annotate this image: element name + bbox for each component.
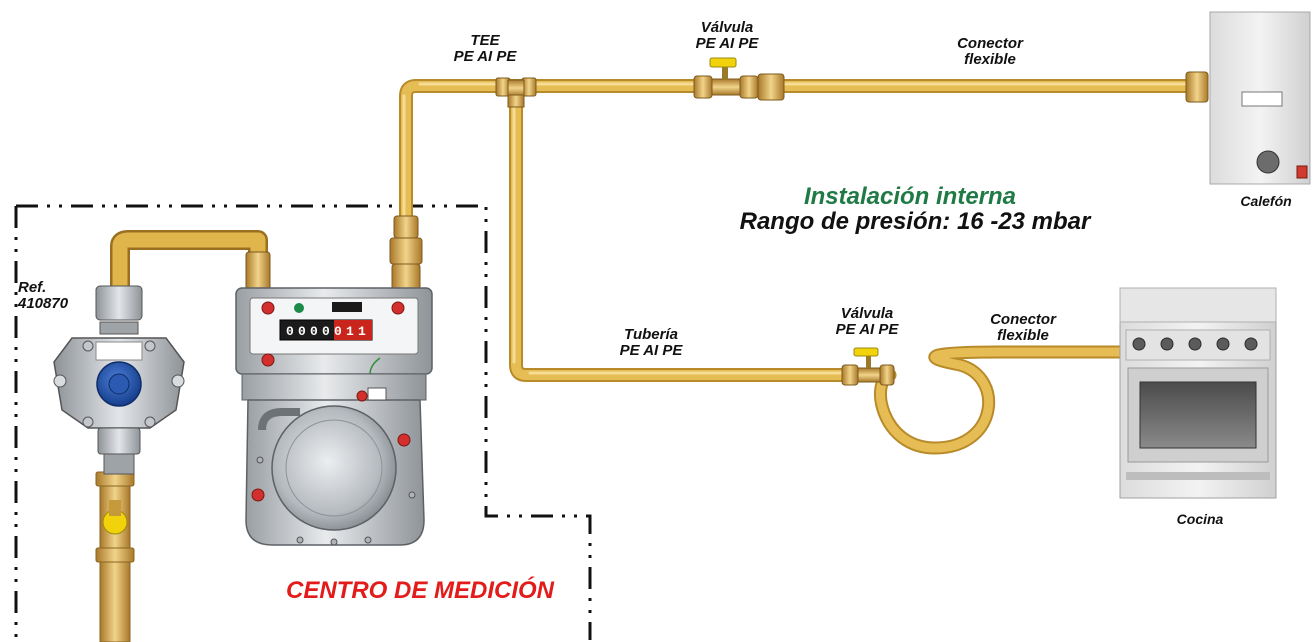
bottom-valve-spec: PE AI PE [835, 320, 899, 338]
meter-digit: 0 [334, 324, 342, 339]
top-valve-spec: PE AI PE [695, 34, 759, 52]
meter-digit: 0 [322, 324, 330, 339]
gas-regulator [53, 285, 185, 475]
pressure-range-title: Rango de presión: 16 -23 mbar [739, 208, 1091, 235]
top-valve-label: Válvula PE AI PE [672, 20, 782, 52]
top-valve [693, 57, 785, 101]
tee-label: TEE PE AI PE [445, 33, 525, 65]
bottom-connector-line1: Conector [990, 311, 1056, 328]
top-connector-line2: flexible [964, 50, 1016, 68]
top-valve-title: Válvula [700, 19, 754, 36]
bottom-valve-label: Válvula PE AI PE [812, 306, 922, 338]
metering-center-boundary [14, 204, 592, 640]
bottom-valve-title: Válvula [840, 305, 894, 322]
inlet-pipe [95, 471, 135, 642]
meter-digit: 1 [346, 324, 354, 339]
pipe-label: Tubería PE AI PE [596, 327, 706, 359]
top-connector-line1: Conector [957, 35, 1023, 52]
tee-spec: PE AI PE [453, 47, 517, 65]
meter-digit: 0 [286, 324, 294, 339]
internal-installation-title: Instalación interna [803, 183, 1017, 210]
meter-outlet-fitting [389, 215, 423, 291]
pipe-spec: PE AI PE [619, 341, 683, 359]
meter-digit: 0 [298, 324, 306, 339]
tee-fitting [495, 77, 537, 108]
stove [1119, 287, 1277, 499]
pipe-title: Tubería [624, 326, 678, 343]
pipe-network [399, 79, 1197, 382]
top-connector-label: Conector flexible [940, 36, 1040, 68]
regulator-outlet-pipe [110, 230, 271, 300]
meter-digit: 0 [310, 324, 318, 339]
meter-digit: 1 [358, 324, 366, 339]
metering-center-title: CENTRO DE MEDICIÓN [285, 577, 554, 604]
stove-label: Cocina [1176, 511, 1224, 527]
regulator-ref-line1: Ref. [18, 279, 47, 296]
water-heater [1185, 11, 1311, 185]
tee-title: TEE [470, 32, 500, 49]
flexible-connector-loop [874, 345, 1127, 455]
bottom-valve [841, 347, 895, 386]
regulator-ref-line2: 410870 [18, 294, 69, 312]
bottom-connector-line2: flexible [997, 326, 1049, 344]
regulator-reference: Ref. 410870 [18, 280, 78, 312]
heater-label: Calefón [1240, 193, 1292, 209]
bottom-connector-label: Conector flexible [968, 312, 1078, 344]
